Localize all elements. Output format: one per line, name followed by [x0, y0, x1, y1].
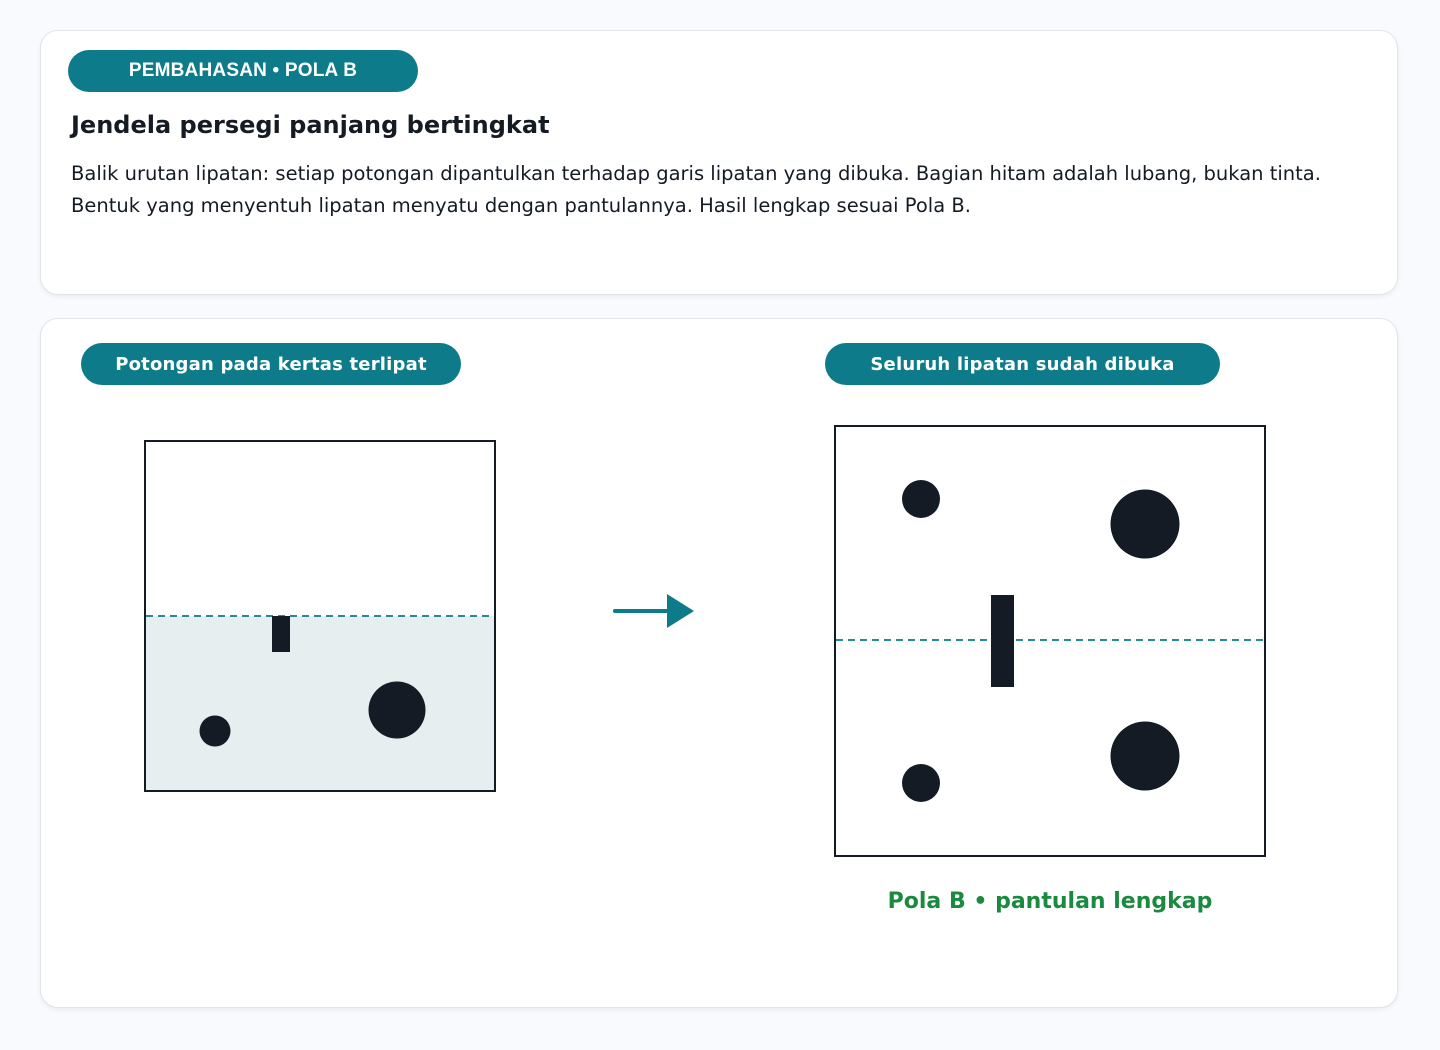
small-circle-hole — [199, 715, 231, 747]
explanation-text: Balik urutan lipatan: setiap potongan di… — [71, 162, 1321, 217]
merged-rect-hole — [991, 595, 1014, 687]
large-circle-hole-bottom — [1110, 721, 1180, 791]
large-circle-hole — [368, 681, 426, 739]
section-badge: PEMBAHASAN • POLA B — [68, 50, 418, 92]
unfolded-paper — [834, 425, 1266, 857]
arrow-right-icon — [613, 594, 694, 628]
page-title: Jendela persegi panjang bertingkat — [71, 111, 550, 139]
unfolded-paper-outline — [834, 425, 1266, 857]
rect-hole — [272, 616, 290, 652]
result-caption: Pola B • pantulan lengkap — [887, 889, 1213, 914]
folded-region — [146, 616, 494, 790]
folded-paper — [144, 440, 496, 792]
small-circle-hole-top — [902, 480, 940, 518]
large-circle-hole-top — [1110, 489, 1180, 559]
folded-paper-label: Potongan pada kertas terlipat — [81, 343, 461, 385]
explanation-card: PEMBAHASAN • POLA B Jendela persegi panj… — [40, 30, 1398, 295]
unfolded-paper-label: Seluruh lipatan sudah dibuka — [825, 343, 1220, 385]
fold-diagram — [144, 425, 1266, 857]
small-circle-hole-bottom — [902, 764, 940, 802]
diagram-card: Potongan pada kertas terlipat Seluruh li… — [40, 318, 1398, 1008]
